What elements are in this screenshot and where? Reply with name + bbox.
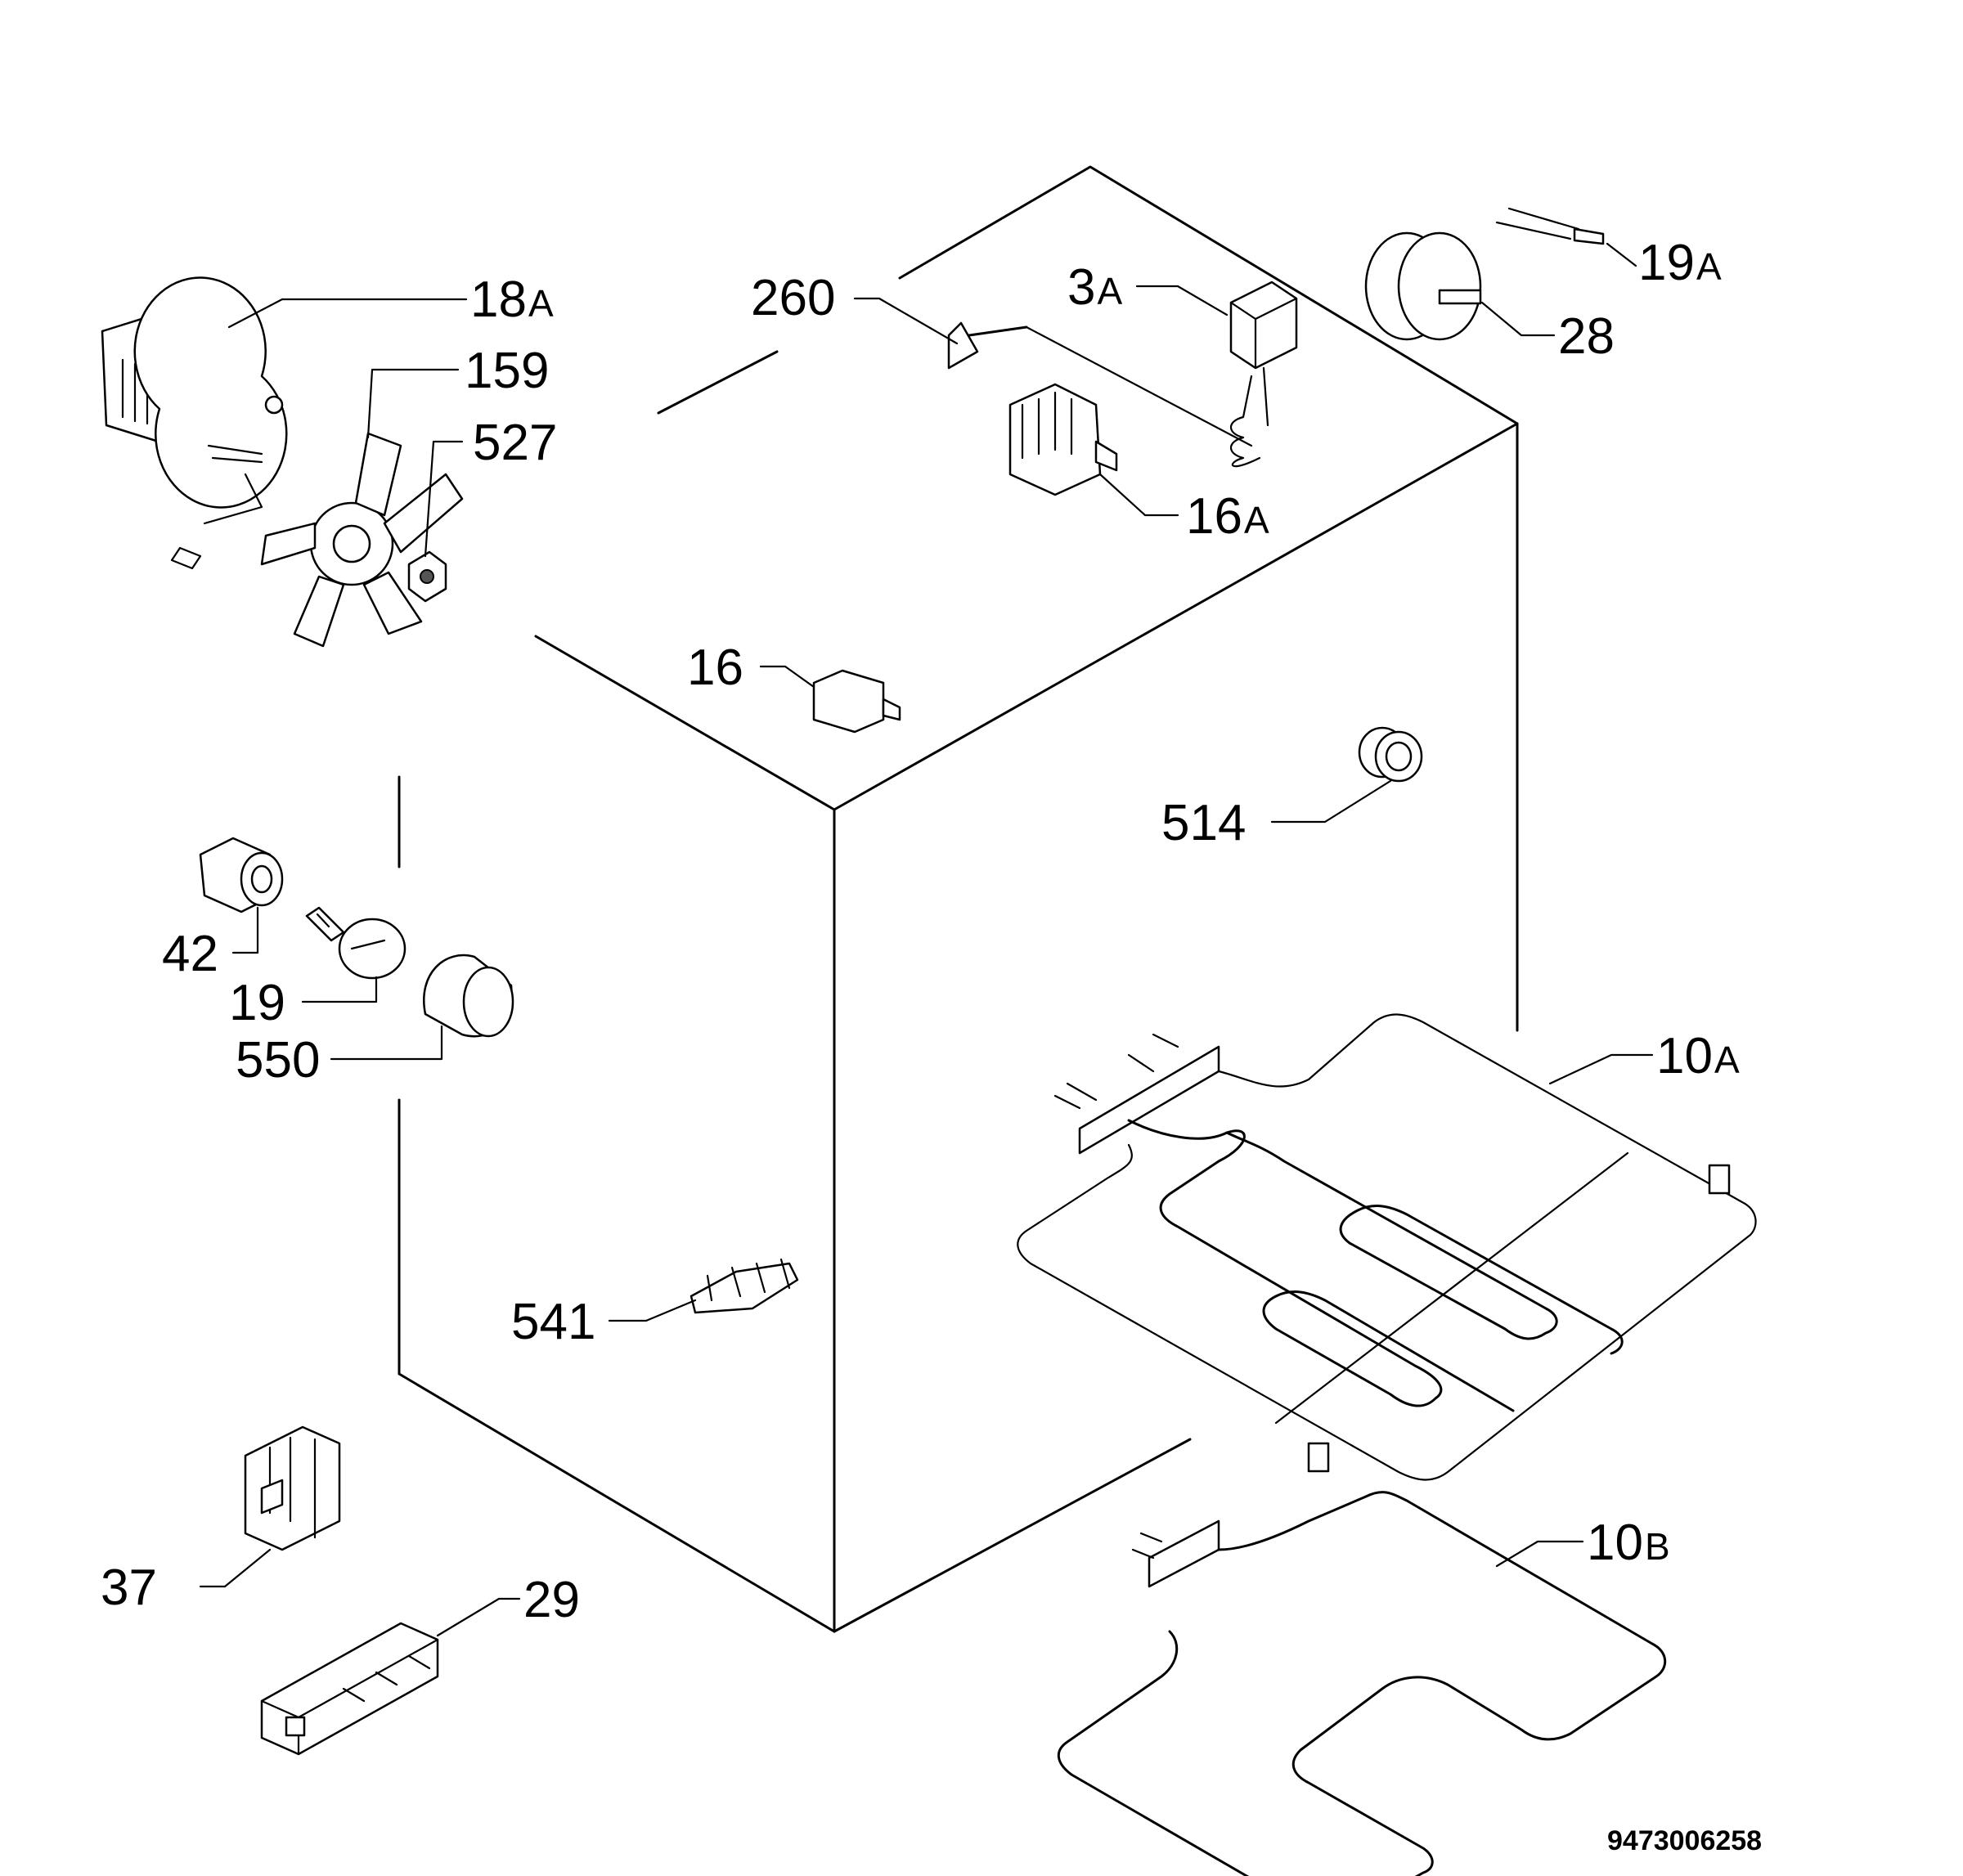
part-10b-lower-element: [1057, 1491, 1667, 1876]
label-159: 159: [465, 343, 549, 399]
leader-260: [853, 297, 959, 345]
leader-16a: [1098, 473, 1179, 517]
part-16-push-switch: [812, 669, 901, 734]
label-19: 19: [229, 975, 285, 1031]
label-514: 514: [1161, 795, 1246, 851]
part-159-fan-blade: [260, 432, 464, 648]
leader-37: [199, 1548, 272, 1588]
leader-29: [436, 1597, 521, 1637]
part-527-nut: [407, 550, 447, 603]
part-19a-small-probe: [1495, 207, 1605, 245]
oven-cabinet-outline: [398, 165, 1519, 1633]
part-16a-selector-switch: [1008, 383, 1118, 496]
leader-541: [608, 1299, 697, 1322]
part-29-ignition-generator: [260, 1622, 439, 1756]
part-19-lamp-bulb: [305, 906, 407, 980]
part-3a-thermostat: [1229, 281, 1298, 468]
leader-42: [231, 906, 259, 954]
part-18a-fan-motor: [101, 276, 288, 570]
label-28: 28: [1558, 308, 1615, 365]
part-541-terminal-block: [690, 1258, 799, 1314]
leader-3a: [1135, 285, 1229, 316]
label-527: 527: [473, 415, 557, 471]
leader-527: [424, 440, 464, 558]
leader-550: [330, 1025, 443, 1061]
leader-28: [1480, 301, 1556, 337]
part-42-lamp-holder: [199, 837, 284, 913]
label-541: 541: [511, 1294, 595, 1350]
label-16: 16: [687, 640, 743, 696]
label-10b: 10B: [1587, 1515, 1670, 1571]
label-10a: 10A: [1656, 1028, 1740, 1084]
label-42: 42: [162, 926, 218, 982]
leader-18a: [227, 298, 284, 329]
part-260-thermostat-probe: [947, 321, 1253, 447]
leader-514: [1270, 779, 1392, 824]
part-28-selector-body: [1364, 231, 1482, 341]
leader-10a: [1548, 1053, 1654, 1085]
label-550: 550: [236, 1032, 320, 1088]
part-37-door-switch: [244, 1425, 341, 1551]
part-514-lamp-socket: [1358, 726, 1423, 783]
label-29: 29: [523, 1572, 580, 1628]
leader-19: [301, 976, 378, 1003]
label-37: 37: [101, 1560, 157, 1616]
part-550-lamp-cover: [423, 954, 514, 1038]
label-16a: 16A: [1186, 488, 1269, 545]
diagram-code: 9473006258: [1607, 1825, 1762, 1856]
label-19a: 19A: [1638, 235, 1722, 291]
label-260: 260: [751, 270, 835, 326]
leader-19a: [1606, 242, 1637, 267]
part-10a-grill-element: [1017, 1013, 1757, 1481]
label-18a: 18A: [470, 272, 554, 328]
leader-10b: [1495, 1540, 1584, 1568]
leader-159: [366, 368, 460, 439]
label-3a: 3A: [1067, 259, 1122, 316]
leader-16: [759, 665, 815, 689]
